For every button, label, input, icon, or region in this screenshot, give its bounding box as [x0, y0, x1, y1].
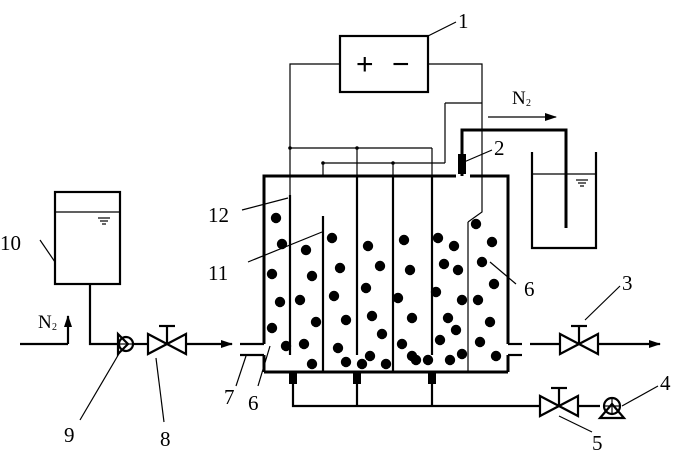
bottom-distributor: [289, 372, 540, 408]
particle: [328, 290, 340, 302]
particle: [274, 296, 286, 308]
particle: [362, 240, 374, 252]
minus-symbol: −: [392, 48, 410, 81]
callout-4: 4: [660, 371, 671, 395]
particle: [334, 262, 346, 274]
particle: [270, 212, 282, 224]
particle-fill: [266, 212, 502, 370]
n2-inlet-subscript: 2: [52, 322, 57, 333]
particle: [448, 240, 460, 252]
plus-symbol: +: [356, 48, 374, 81]
particle: [430, 286, 442, 298]
callout-5: 5: [592, 431, 603, 455]
callout-leaders: [39, 21, 659, 433]
particle: [406, 312, 418, 324]
callout-7: 7: [224, 385, 235, 409]
particle: [404, 264, 416, 276]
n2-exhaust-arrow: N 2: [488, 88, 557, 121]
n2-exhaust-label: N: [512, 88, 526, 109]
particle: [280, 340, 292, 352]
particle: [488, 278, 500, 290]
callout-9: 9: [64, 423, 75, 447]
particle: [266, 322, 278, 334]
particle: [444, 354, 456, 366]
callout-11: 11: [208, 261, 228, 285]
particle: [406, 350, 418, 362]
gas-outlet-pipe: [458, 128, 568, 228]
particle: [374, 260, 386, 272]
particle: [356, 358, 368, 370]
particle: [298, 338, 310, 350]
absorption-beaker: [530, 152, 598, 250]
valve-5: [538, 386, 600, 418]
particle: [452, 264, 464, 276]
power-wires: [288, 63, 483, 223]
particle: [422, 354, 434, 366]
particle: [266, 268, 278, 280]
particle: [442, 312, 454, 324]
particle: [310, 316, 322, 328]
particle: [398, 234, 410, 246]
particle: [340, 314, 352, 326]
callout-3: 3: [622, 271, 633, 295]
particle: [450, 324, 462, 336]
outlet-line: [530, 324, 661, 356]
particle: [300, 244, 312, 256]
particle: [380, 358, 392, 370]
particle: [326, 232, 338, 244]
particle: [484, 316, 496, 328]
callout-1: 1: [458, 9, 469, 33]
callout-numbers: 1 2 3 4 5 6 6 7 8 9 10 11 12: [0, 9, 671, 455]
particle: [364, 350, 376, 362]
n2-exhaust-subscript: 2: [526, 98, 531, 109]
air-pump: [597, 396, 627, 420]
particle: [476, 256, 488, 268]
particle: [396, 338, 408, 350]
particle: [306, 358, 318, 370]
feed-line: N 2: [20, 284, 233, 357]
particle: [456, 348, 468, 360]
particle: [474, 336, 486, 348]
callout-8: 8: [160, 427, 171, 451]
particle: [340, 356, 352, 368]
feed-tank: [53, 190, 122, 286]
particle: [392, 292, 404, 304]
particle: [456, 294, 468, 306]
particle: [366, 310, 378, 322]
callout-6-left: 6: [248, 391, 259, 415]
particle: [434, 334, 446, 346]
particle: [432, 232, 444, 244]
callout-12: 12: [208, 203, 229, 227]
electrode-plates: [288, 176, 469, 372]
particle: [438, 258, 450, 270]
callout-6-right: 6: [524, 277, 535, 301]
particle: [470, 218, 482, 230]
power-supply: + −: [338, 34, 430, 94]
particle: [490, 350, 502, 362]
particle: [486, 236, 498, 248]
particle: [332, 342, 344, 354]
particle: [360, 282, 372, 294]
particle: [306, 270, 318, 282]
n2-inlet-label: N: [38, 312, 52, 333]
particle: [294, 294, 306, 306]
callout-10: 10: [0, 231, 21, 255]
callout-2: 2: [494, 136, 505, 160]
particle: [376, 328, 388, 340]
particle: [472, 294, 484, 306]
